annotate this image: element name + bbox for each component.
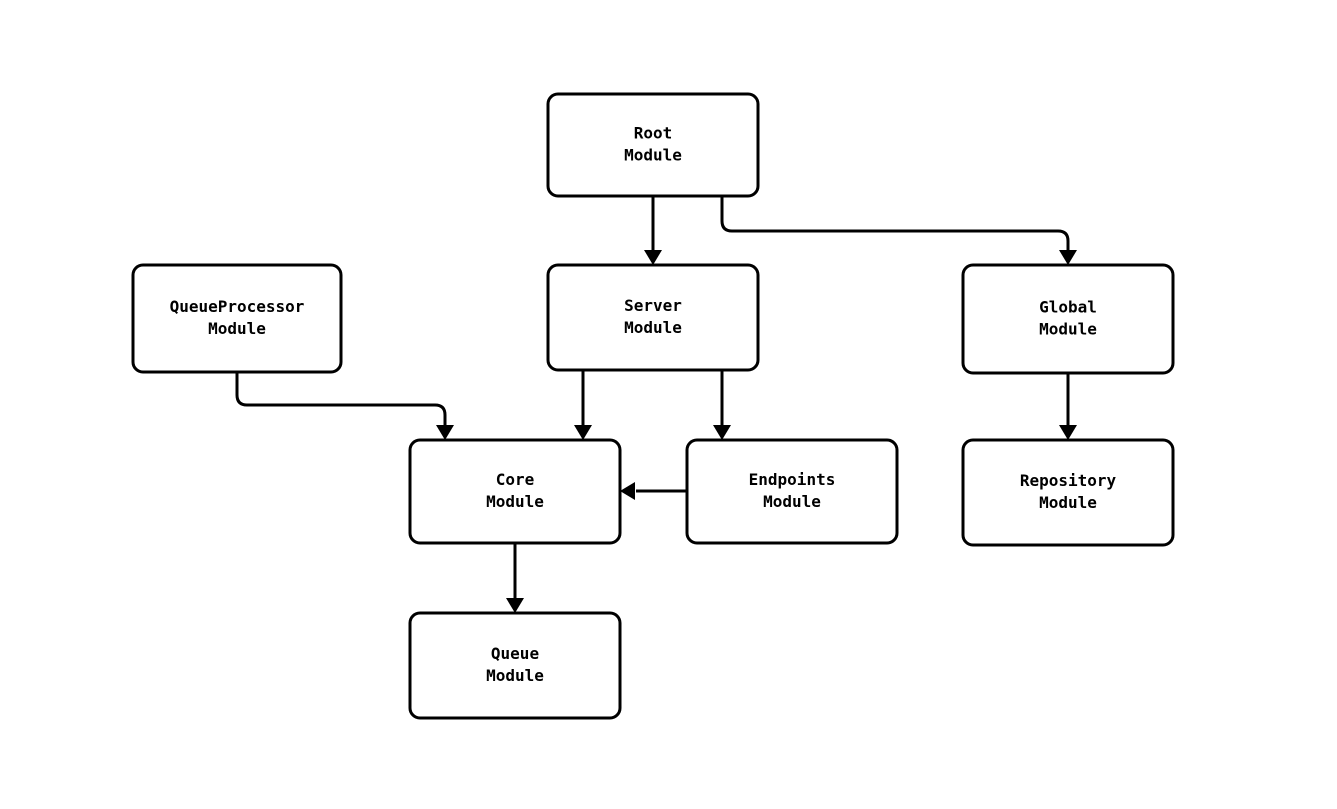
- arrowhead-icon: [506, 598, 524, 613]
- node-box[interactable]: [131, 263, 343, 374]
- edge-endpoints-to-core: [620, 482, 687, 500]
- node-label-line1: Queue: [491, 644, 539, 663]
- arrowhead-icon: [574, 425, 592, 440]
- node-box[interactable]: [408, 438, 622, 545]
- node-label-line1: Root: [634, 124, 673, 143]
- arrowhead-icon: [713, 425, 731, 440]
- node-label-line2: Module: [1039, 320, 1097, 339]
- edge-server-to-endpoints: [713, 370, 731, 440]
- node-label-line1: Repository: [1020, 471, 1117, 490]
- node-label-line1: Server: [624, 296, 682, 315]
- node-label-line2: Module: [486, 666, 544, 685]
- node-label-line2: Module: [763, 492, 821, 511]
- node-box[interactable]: [961, 263, 1175, 375]
- node-label-line2: Module: [1039, 493, 1097, 512]
- edge-root-to-server: [644, 196, 662, 265]
- node-label-line1: Core: [496, 470, 535, 489]
- edge-core-to-queue: [506, 543, 524, 613]
- edges-layer: [235, 196, 1077, 613]
- arrowhead-icon: [644, 250, 662, 265]
- node-label-line2: Module: [624, 318, 682, 337]
- node-label-line2: Module: [486, 492, 544, 511]
- node-label-line2: Module: [624, 146, 682, 165]
- node-label-line1: Endpoints: [749, 470, 836, 489]
- node-box[interactable]: [408, 611, 622, 720]
- arrowhead-icon: [436, 425, 454, 440]
- node-box[interactable]: [546, 263, 760, 372]
- nodes-layer: RootModuleQueueProcessorModuleServerModu…: [131, 92, 1175, 720]
- node-label-line2: Module: [208, 319, 266, 338]
- edge-queueprocessor-to-core: [235, 372, 454, 440]
- edge-root-to-global: [720, 196, 1077, 265]
- arrowhead-icon: [620, 482, 635, 500]
- edge-line: [235, 372, 447, 426]
- node-box[interactable]: [546, 92, 760, 198]
- edge-global-to-repository: [1059, 373, 1077, 440]
- node-box[interactable]: [961, 438, 1175, 547]
- edge-server-to-core: [574, 370, 592, 440]
- node-label-line1: Global: [1039, 298, 1097, 317]
- arrowhead-icon: [1059, 250, 1077, 265]
- edge-line: [720, 196, 1070, 251]
- node-label-line1: QueueProcessor: [170, 297, 305, 316]
- node-box[interactable]: [685, 438, 899, 545]
- arrowhead-icon: [1059, 425, 1077, 440]
